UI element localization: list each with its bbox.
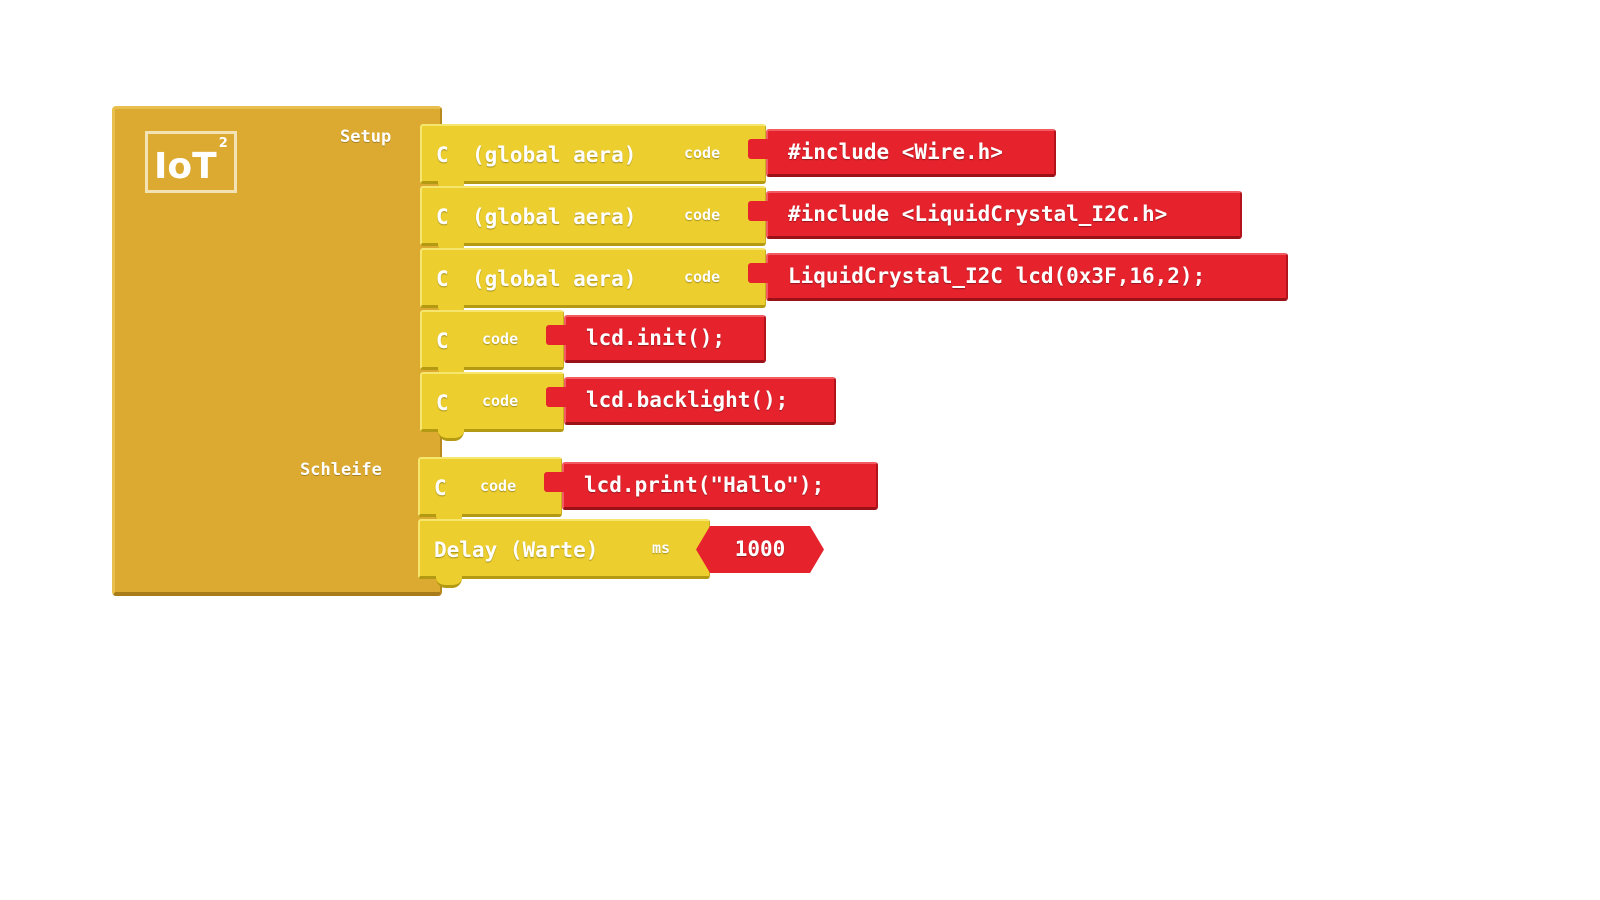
c-language-icon: C xyxy=(436,391,449,415)
c-language-icon: C xyxy=(436,329,449,353)
code-label: code xyxy=(684,144,721,162)
ms-unit-label: ms xyxy=(652,539,671,557)
input-connector xyxy=(748,263,768,283)
code-label: code xyxy=(684,268,721,286)
code-input[interactable]: #include <Wire.h> xyxy=(766,129,1056,177)
code-input[interactable]: lcd.init(); xyxy=(564,315,766,363)
iot-logo: IoT2 xyxy=(145,131,237,193)
delay-label: Delay (Warte) xyxy=(434,538,599,562)
code-input[interactable]: lcd.print("Hallo"); xyxy=(562,462,878,510)
code-input[interactable]: #include <LiquidCrystal_I2C.h> xyxy=(766,191,1242,239)
code-input[interactable]: lcd.backlight(); xyxy=(564,377,836,425)
code-label: code xyxy=(482,392,519,410)
logo-superscript: 2 xyxy=(218,136,228,151)
code-statement-block[interactable]: C code xyxy=(420,310,564,379)
input-connector xyxy=(546,325,566,345)
code-statement-block[interactable]: C (global aera) code xyxy=(420,248,766,317)
c-language-icon: C xyxy=(434,476,447,500)
delay-block[interactable]: Delay (Warte) ms xyxy=(418,519,710,588)
code-statement-block[interactable]: C code xyxy=(418,457,562,526)
delay-value-input[interactable]: 1000 xyxy=(696,526,824,573)
c-language-icon: C xyxy=(436,205,449,229)
code-label: code xyxy=(684,206,721,224)
input-connector xyxy=(544,472,564,492)
input-connector xyxy=(748,201,768,221)
global-area-label: (global aera) xyxy=(472,205,637,229)
c-language-icon: C xyxy=(436,143,449,167)
input-connector xyxy=(748,139,768,159)
logo-text: IoT xyxy=(154,146,217,187)
global-area-label: (global aera) xyxy=(472,143,637,167)
loop-label: Schleife xyxy=(300,460,382,480)
code-statement-block[interactable]: C (global aera) code xyxy=(420,186,766,255)
code-statement-block[interactable]: C code xyxy=(420,372,564,441)
global-area-label: (global aera) xyxy=(472,267,637,291)
program-block[interactable] xyxy=(112,106,442,596)
code-input[interactable]: LiquidCrystal_I2C lcd(0x3F,16,2); xyxy=(766,253,1288,301)
c-language-icon: C xyxy=(436,267,449,291)
code-label: code xyxy=(482,330,519,348)
code-statement-block[interactable]: C (global aera) code xyxy=(420,124,766,193)
setup-label: Setup xyxy=(340,127,392,147)
input-connector xyxy=(546,387,566,407)
code-label: code xyxy=(480,477,517,495)
